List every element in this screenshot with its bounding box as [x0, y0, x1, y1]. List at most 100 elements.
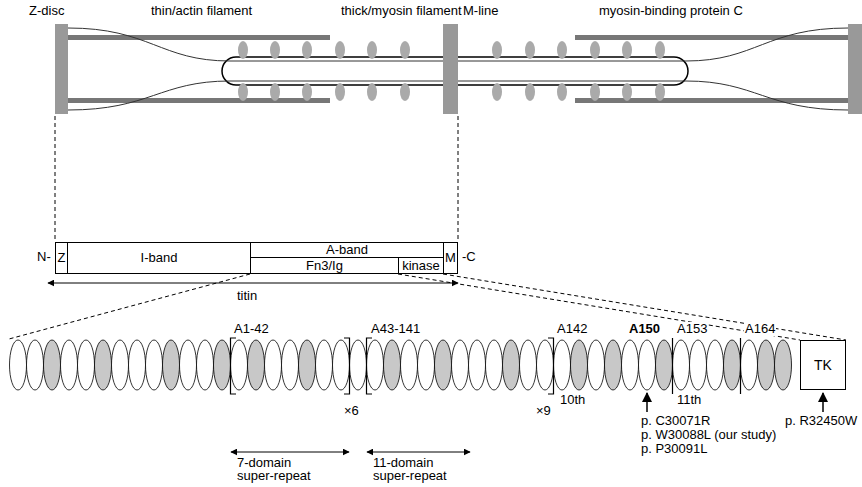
repeat-ordinal: 11th: [676, 393, 702, 407]
myosin-head: [367, 41, 377, 59]
node-text: Fn3/Ig: [306, 259, 343, 273]
domain: [214, 340, 231, 390]
repeat-count: ×6: [343, 404, 360, 418]
zoom-line: [9, 274, 250, 339]
domain-label: A150: [628, 322, 661, 336]
domain: [520, 340, 537, 390]
domain: [299, 340, 316, 390]
domain: [469, 340, 486, 390]
domain: [418, 340, 435, 390]
titin-strand: [458, 28, 848, 61]
myosin-head: [270, 41, 280, 59]
domain: [673, 340, 690, 390]
domain: [741, 340, 758, 390]
bracket: [367, 338, 373, 394]
bracket: [344, 338, 350, 394]
terminus-label: N-: [36, 250, 52, 264]
myosin-head: [302, 83, 312, 101]
divider-line: [672, 338, 673, 394]
myosin-head: [655, 41, 665, 59]
domain: [605, 340, 622, 390]
titin-strand: [68, 28, 443, 61]
domain: [78, 340, 95, 390]
domain: [248, 340, 265, 390]
node-text: Z: [58, 251, 66, 265]
domain: [384, 340, 401, 390]
domain: [554, 340, 571, 390]
myosin-head: [367, 83, 377, 101]
zoom-line: [55, 116, 56, 242]
node-text: A-band: [326, 243, 368, 257]
myosin-head: [400, 41, 410, 59]
domain: [333, 340, 350, 390]
myosin-head: [302, 41, 312, 59]
myosin-head: [492, 41, 502, 59]
domain: [112, 340, 129, 390]
structure-label: thin/actin filament: [150, 4, 253, 18]
myosin-head: [525, 41, 535, 59]
domain-label: A153: [676, 322, 708, 336]
span-label: 7-domain super-repeat: [236, 456, 328, 482]
thin-filament: [68, 98, 330, 103]
thin-filament: [575, 98, 848, 103]
z-disc: [848, 24, 862, 114]
domain: [197, 340, 214, 390]
domain: [146, 340, 163, 390]
domain: [401, 340, 418, 390]
myosin-head: [270, 83, 280, 101]
domain: [452, 340, 469, 390]
zoom-lines: [9, 116, 846, 340]
domain: [571, 340, 588, 390]
span-arrow: [231, 452, 349, 453]
domain: [690, 340, 707, 390]
domain-label: A43-141: [370, 322, 421, 336]
myosin-head: [238, 41, 248, 59]
domain: [350, 340, 367, 390]
myosin-head: [335, 83, 345, 101]
myosin-head: [400, 83, 410, 101]
domain: [622, 340, 639, 390]
zoom-line: [458, 116, 459, 242]
myosin-head: [238, 83, 248, 101]
titin-strand: [458, 81, 848, 110]
terminus-label: -C: [461, 250, 477, 264]
titin-strand: [68, 81, 443, 110]
domain: [656, 340, 673, 390]
domain: [486, 340, 503, 390]
structure-label: Z-disc: [28, 4, 65, 18]
domain: [265, 340, 282, 390]
myosin-head: [335, 41, 345, 59]
mutation-label: p. W30088L (our study): [640, 428, 777, 442]
myosin-head: [655, 83, 665, 101]
myosin-head: [590, 41, 600, 59]
domain-label: A164: [744, 322, 776, 336]
domain: [537, 340, 554, 390]
domain: [27, 340, 44, 390]
mutation-arrow: [646, 393, 648, 412]
domain: [180, 340, 197, 390]
band-segment: Fn3/Ig: [250, 257, 399, 274]
kinase-domain-box: TK: [800, 340, 846, 390]
mutation-label: p. C30071R: [640, 414, 711, 428]
structure-label: M-line: [462, 4, 499, 18]
zoom-line: [398, 274, 800, 340]
domain: [758, 340, 775, 390]
repeat-count: ×9: [535, 404, 552, 418]
span-arrow: [367, 452, 470, 453]
domain: [367, 340, 384, 390]
domain: [61, 340, 78, 390]
domain: [639, 340, 656, 390]
domain-label: A1-42: [233, 322, 270, 336]
node-text: I-band: [141, 251, 178, 265]
span-label: 11-domain super-repeat: [372, 456, 464, 482]
domain: [231, 340, 248, 390]
domain: [435, 340, 452, 390]
domain: [10, 340, 27, 390]
domain: [724, 340, 741, 390]
myosin-head: [622, 41, 632, 59]
zoom-line: [443, 274, 846, 340]
z-disc: [55, 24, 68, 114]
band-segment: I-band: [67, 242, 251, 274]
domain: [503, 340, 520, 390]
myosin-head: [590, 83, 600, 101]
